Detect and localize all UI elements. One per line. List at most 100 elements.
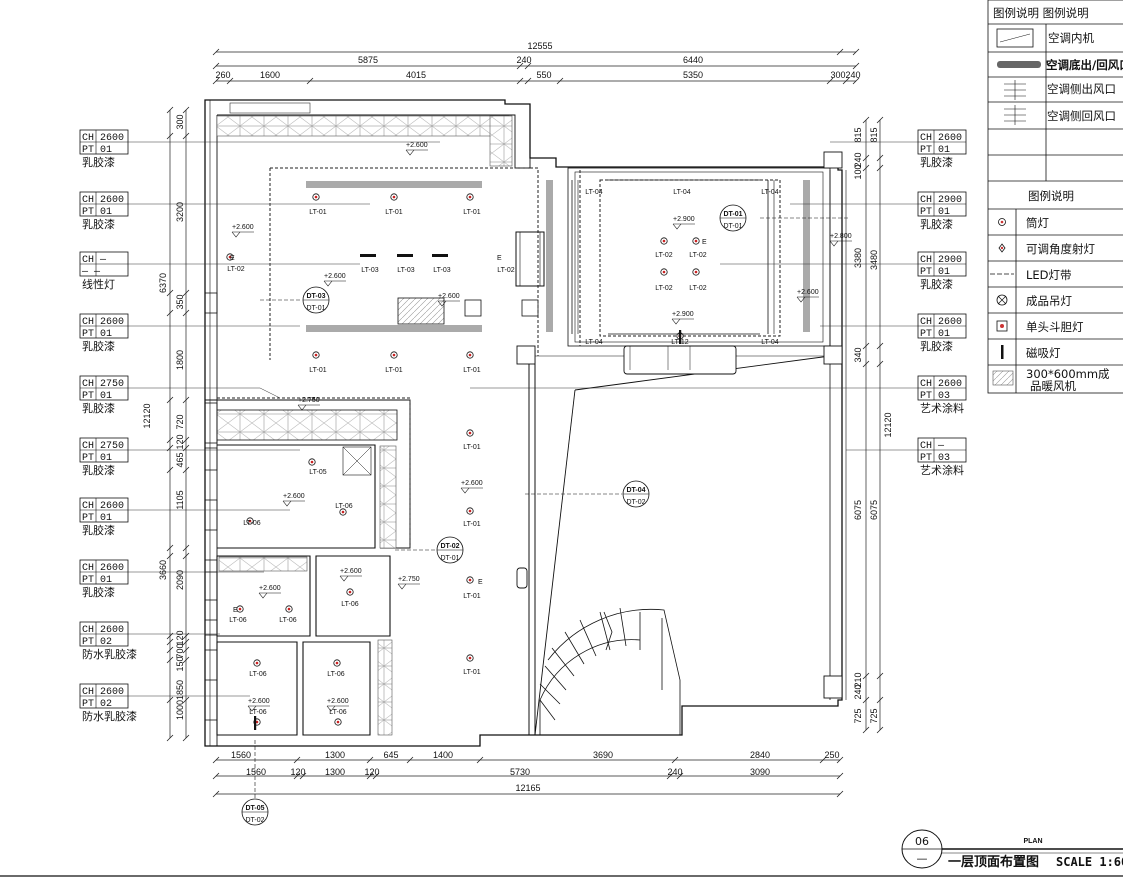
paint-code: PT 01 bbox=[920, 267, 950, 278]
dim-tick bbox=[182, 696, 190, 704]
dim-left: 720 bbox=[175, 414, 185, 429]
downlight-dot bbox=[662, 239, 666, 243]
paint-code: PT 01 bbox=[920, 145, 950, 156]
dim-tick bbox=[182, 638, 190, 646]
downlight-dot bbox=[468, 353, 472, 357]
dim-tick bbox=[524, 62, 532, 70]
legend-item: 可调角度射灯 bbox=[1026, 242, 1095, 256]
legend-item: 品暖风机 bbox=[1030, 379, 1076, 393]
light-label: LT-01 bbox=[463, 521, 480, 528]
dim-bottom: 1300 bbox=[325, 750, 345, 760]
elevation-triangle bbox=[258, 592, 268, 599]
dim-tick bbox=[166, 396, 174, 404]
dim-tick bbox=[166, 289, 174, 297]
paint-code: PT 03 bbox=[920, 391, 950, 402]
drawing-scale: SCALE 1:60 bbox=[1056, 855, 1123, 869]
dim-tick bbox=[836, 48, 844, 56]
dim-bottom: 2840 bbox=[750, 750, 770, 760]
material-name: 乳胶漆 bbox=[82, 585, 115, 599]
paint-code: PT 01 bbox=[920, 207, 950, 218]
light-label: LT-01 bbox=[385, 367, 402, 374]
dim-tick bbox=[166, 656, 174, 664]
downlight-icon bbox=[346, 588, 354, 596]
dim-tick bbox=[182, 106, 190, 114]
elevation-triangle bbox=[437, 300, 447, 307]
downlight-dot bbox=[468, 509, 472, 513]
light-label: LT-04 bbox=[673, 189, 690, 196]
dim-top: 240 bbox=[516, 55, 531, 65]
downlight-dot bbox=[335, 661, 339, 665]
ceiling-height: CH 2600 bbox=[920, 379, 962, 390]
callout-dt02: DT-02 DT-01 bbox=[395, 536, 464, 564]
side-supply-icon bbox=[1004, 80, 1026, 100]
dim-tick bbox=[836, 772, 844, 780]
elevation-mark: +2.800 bbox=[830, 233, 852, 240]
light-label: LT-04 bbox=[761, 189, 778, 196]
dim-tick bbox=[862, 154, 870, 162]
light-label: LT-01 bbox=[309, 209, 326, 216]
dim-left: 1105 bbox=[175, 490, 185, 509]
dim-tick bbox=[166, 544, 174, 552]
dim-tick bbox=[293, 756, 301, 764]
downlight-icon bbox=[466, 654, 474, 662]
ceiling-elevations: +2.600 +2.600 +2.600 +2.600 +2.750 +2.60… bbox=[232, 142, 852, 705]
dim-tick bbox=[212, 62, 220, 70]
light-label: LT-03 bbox=[397, 267, 414, 274]
dim-top: 4015 bbox=[406, 70, 426, 80]
dimension-texts: 12555 5875 240 6440 260 1600 4015 550 53… bbox=[142, 41, 893, 793]
dim-tick bbox=[182, 289, 190, 297]
elevation-mark: +2.600 bbox=[797, 289, 819, 296]
dim-left: 150 bbox=[175, 656, 185, 671]
downlight-dot bbox=[392, 195, 396, 199]
light-label: LT-06 bbox=[279, 617, 296, 624]
legend-item: 空调底出/回风口 bbox=[1046, 58, 1123, 72]
downlight-icon bbox=[466, 576, 474, 584]
dim-tick bbox=[826, 77, 834, 85]
light-label: LT-02 bbox=[497, 267, 514, 274]
dim-tick bbox=[182, 734, 190, 742]
elevation-mark: +2.600 bbox=[340, 568, 362, 575]
leader-lines bbox=[128, 141, 918, 697]
material-name: 防水乳胶漆 bbox=[82, 647, 137, 661]
dim-bottom: 5730 bbox=[510, 767, 530, 777]
dim-right: 6075 bbox=[853, 500, 863, 520]
elevation-triangle bbox=[672, 223, 682, 230]
dim-tick bbox=[166, 734, 174, 742]
downlight-icon bbox=[312, 193, 320, 201]
light-label: LT-01 bbox=[463, 367, 480, 374]
dim-bottom: 120 bbox=[364, 767, 379, 777]
dim-bottom: 3690 bbox=[593, 750, 613, 760]
elevation-triangle bbox=[671, 318, 681, 325]
downlight-dot bbox=[238, 607, 242, 611]
dim-tick bbox=[852, 62, 860, 70]
elevation-triangle bbox=[231, 231, 241, 238]
dim-tick bbox=[166, 132, 174, 140]
drawing-title: 一层顶面布置图 bbox=[948, 854, 1039, 870]
material-name: 乳胶漆 bbox=[82, 401, 115, 415]
dim-tick bbox=[862, 672, 870, 680]
dim-tick bbox=[182, 544, 190, 552]
legend-item: 筒灯 bbox=[1026, 216, 1049, 230]
dim-bottom: 645 bbox=[383, 750, 398, 760]
downlight-icon bbox=[466, 193, 474, 201]
dim-tick bbox=[862, 360, 870, 368]
downlight-icon bbox=[253, 718, 261, 726]
dim-tick bbox=[819, 756, 827, 764]
dim-right: 340 bbox=[853, 347, 863, 362]
elevation-triangle bbox=[397, 583, 407, 590]
downlight-icon bbox=[246, 517, 254, 525]
ceiling-height: CH 2600 bbox=[82, 195, 124, 206]
ceiling-height: CH 2750 bbox=[82, 441, 124, 452]
dim-tick bbox=[293, 772, 301, 780]
dim-tick bbox=[182, 466, 190, 474]
dim-tick bbox=[182, 646, 190, 654]
dim-top: 550 bbox=[536, 70, 551, 80]
elevation-mark: +2.600 bbox=[327, 698, 349, 705]
dim-right: 815 bbox=[853, 127, 863, 142]
